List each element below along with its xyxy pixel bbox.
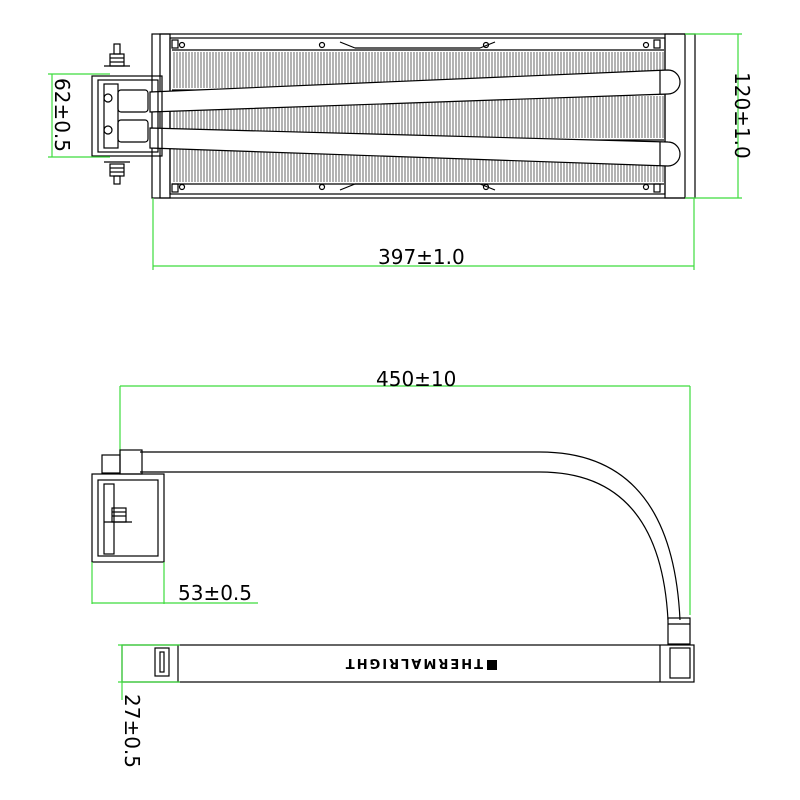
height-dim-label: 120±1.0 (730, 72, 754, 159)
radiator-fins (172, 49, 664, 185)
brand-logo: THERMALRIGHT (344, 655, 497, 670)
tube-dim-label: 450±10 (376, 367, 456, 391)
dimension-tube: 450±10 (119, 367, 691, 615)
dimension-length-top: 397±1.0 (152, 198, 695, 270)
dimension-height-top: 120±1.0 (685, 33, 754, 199)
pump-dim-label: 62±0.5 (50, 78, 74, 152)
radiator-side: THERMALRIGHT (121, 644, 695, 683)
top-view: 397±1.0 120±1.0 62±0.5 (48, 33, 754, 270)
coolant-tube-side (119, 449, 691, 645)
thickness-dim-label: 27±0.5 (120, 694, 144, 768)
brand-text: THERMALRIGHT (344, 655, 483, 670)
radiator-top (151, 33, 696, 199)
dimension-pump-top: 62±0.5 (48, 73, 110, 158)
coolant-tubes-top (149, 69, 681, 167)
pump-depth-dim-label: 53±0.5 (178, 581, 252, 605)
side-view: 450±10 53±0.5 (91, 367, 695, 768)
pump-side (91, 454, 165, 563)
dimension-radiator-thickness: 27±0.5 (118, 644, 180, 768)
length-dim-label: 397±1.0 (378, 245, 465, 269)
pump-top (91, 43, 163, 185)
dimension-pump-depth: 53±0.5 (91, 562, 258, 605)
